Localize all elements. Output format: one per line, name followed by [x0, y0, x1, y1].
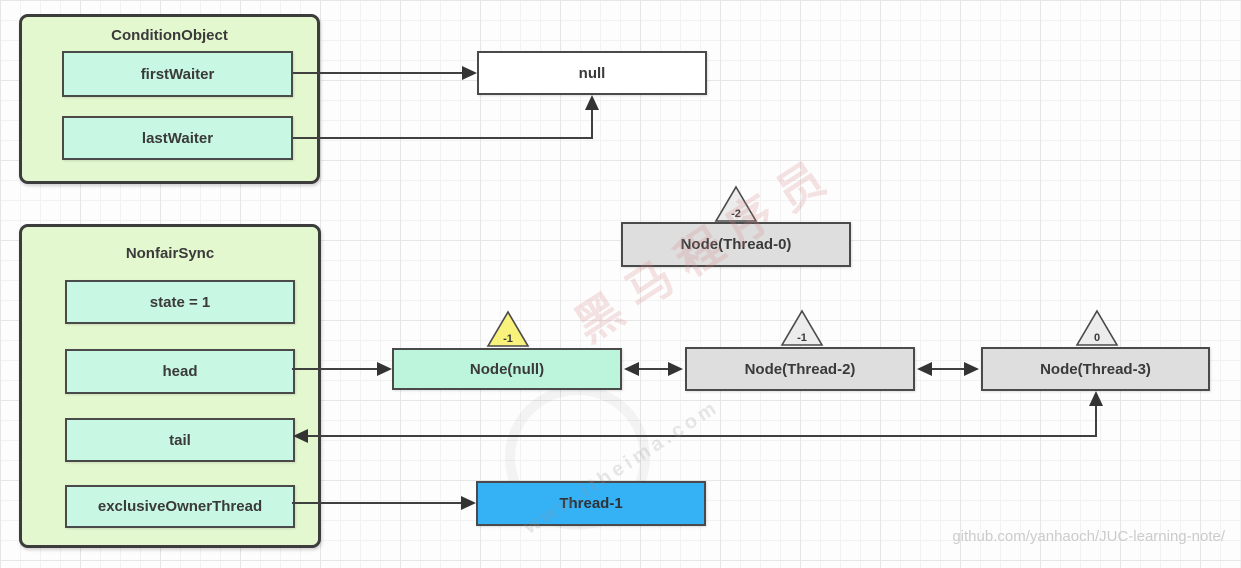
field-head: head	[65, 349, 295, 394]
wait-status-badge-thread2: -1	[780, 309, 824, 347]
arrowhead-to-null-bottom	[585, 95, 599, 110]
wait-status-badge-thread0: -2	[714, 185, 758, 223]
queue-node-thread2: Node(Thread-2)	[685, 347, 915, 391]
field-first-waiter: firstWaiter	[62, 51, 293, 97]
condition-object-group: ConditionObject firstWaiter lastWaiter	[19, 14, 320, 184]
arrowhead-to-node-null	[624, 362, 639, 376]
triangle-icon	[714, 185, 758, 222]
null-node-box: null	[477, 51, 707, 95]
owner-thread-box: Thread-1	[476, 481, 706, 526]
wait-status-badge-head: -1	[486, 310, 530, 348]
wait-status-value: 0	[1093, 332, 1101, 344]
queue-node-head-null: Node(null)	[392, 348, 622, 390]
queue-node-thread3: Node(Thread-3)	[981, 347, 1210, 391]
wait-status-value: -2	[731, 208, 741, 220]
queue-node-thread0: Node(Thread-0)	[621, 222, 851, 267]
credit-link-text: github.com/yanhaoch/JUC-learning-note/	[952, 528, 1225, 545]
arrowhead-to-node-thread3-bottom	[1089, 391, 1103, 406]
arrowhead-to-thread1	[461, 496, 476, 510]
triangle-icon	[780, 309, 824, 346]
field-state: state = 1	[65, 280, 295, 324]
triangle-icon	[486, 310, 530, 347]
wait-status-badge-thread3: 0	[1075, 309, 1119, 347]
nonfair-sync-title: NonfairSync	[125, 245, 215, 262]
arrowhead-to-head-node	[377, 362, 392, 376]
arrowhead-to-node-thread2-right	[917, 362, 932, 376]
field-last-waiter: lastWaiter	[62, 116, 293, 160]
arrowhead-to-node-thread3	[964, 362, 979, 376]
wait-status-value: -1	[503, 333, 513, 345]
condition-object-title: ConditionObject	[111, 27, 228, 44]
triangle-icon	[1075, 309, 1119, 346]
arrowhead-to-node-thread2-left	[668, 362, 683, 376]
arrowhead-to-null	[462, 66, 477, 80]
field-tail: tail	[65, 418, 295, 462]
wait-status-value: -1	[797, 332, 807, 344]
field-exclusive-owner-thread: exclusiveOwnerThread	[65, 485, 295, 528]
nonfair-sync-group: NonfairSync state = 1 head tail exclusiv…	[19, 224, 321, 548]
